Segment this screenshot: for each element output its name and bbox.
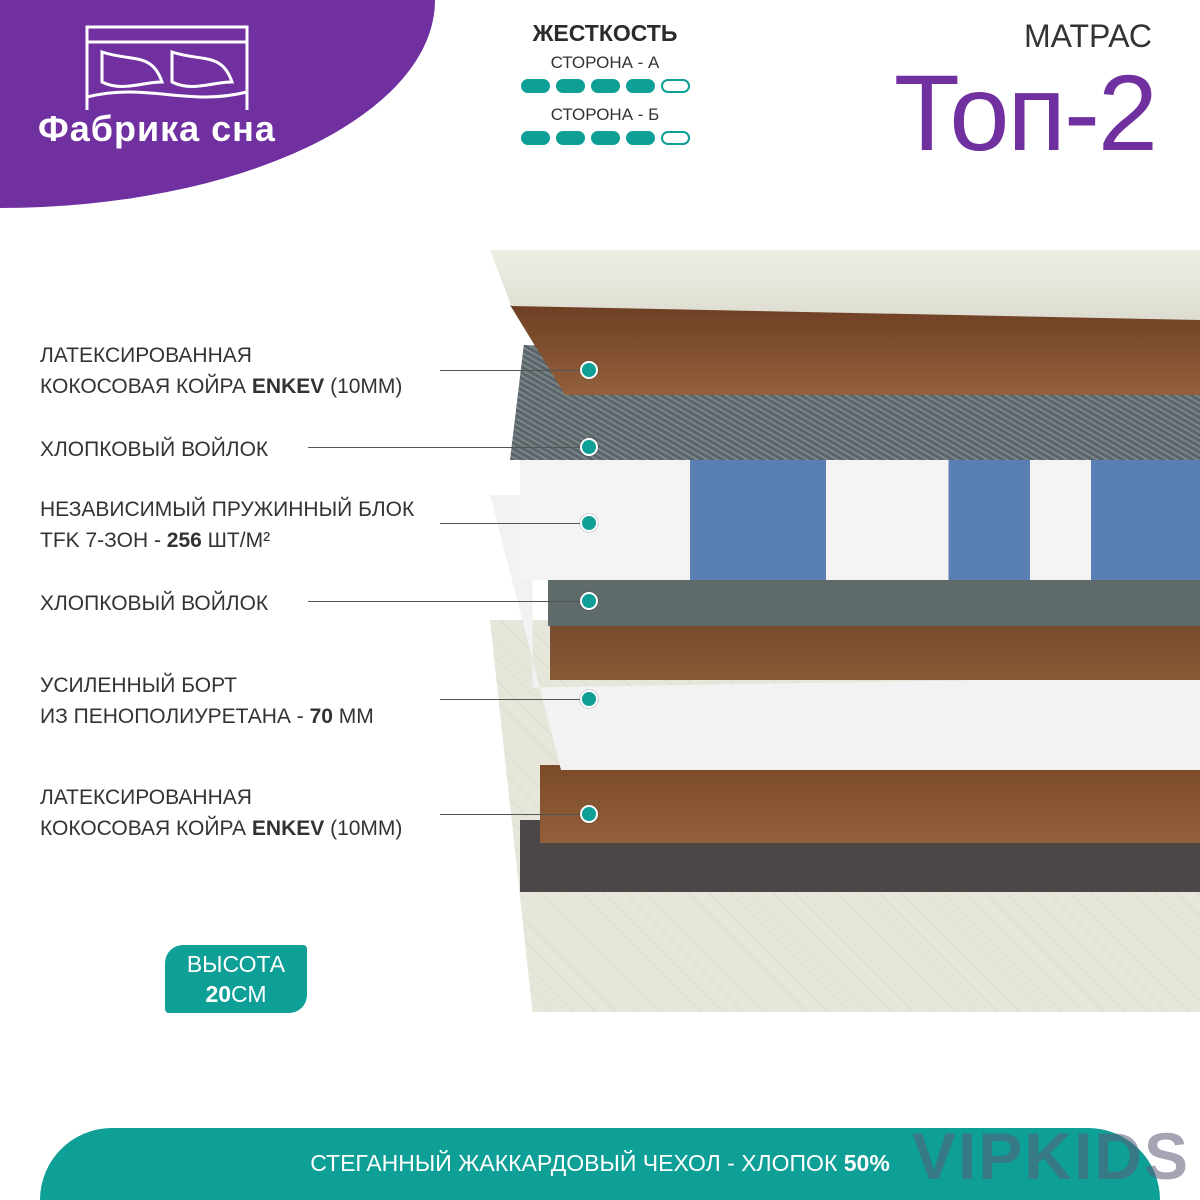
height-value: 20	[205, 981, 232, 1007]
side-b-label: СТОРОНА - Б	[550, 105, 660, 124]
layer-label: НЕЗАВИСИМЫЙ ПРУЖИННЫЙ БЛОК TFK 7-ЗОН - 25…	[40, 494, 414, 556]
hardness-pill	[555, 131, 585, 145]
layer-label-line1: НЕЗАВИСИМЫЙ ПРУЖИННЫЙ БЛОК	[40, 498, 415, 521]
hardness-pill	[660, 79, 690, 93]
leader-line	[308, 601, 590, 602]
layer-label: ХЛОПКОВЫЙ ВОЙЛОК	[40, 588, 268, 619]
layer-marker-dot	[580, 438, 598, 456]
layer-marker-dot	[580, 514, 598, 532]
footer-banner	[40, 1128, 1160, 1200]
footer-text: СТЕГАННЫЙ ЖАККАРДОВЫЙ ЧЕХОЛ - ХЛОПОК 50%	[310, 1150, 890, 1176]
side-a-label: СТОРОНА - А	[550, 53, 660, 72]
bed-pillows-icon	[85, 25, 249, 110]
height-unit: СМ	[231, 981, 267, 1007]
side-a-scale	[500, 79, 710, 93]
hardness-title: ЖЕСТКОСТЬ	[532, 20, 678, 46]
hardness-pill	[590, 131, 620, 145]
hardness-pill	[625, 79, 655, 93]
leader-line	[440, 370, 590, 371]
layer-label-line1: УСИЛЕННЫЙ БОРТ	[40, 674, 238, 697]
height-badge: ВЫСОТА 20СМ	[165, 945, 307, 1013]
layer-marker-dot	[580, 361, 598, 379]
layer-marker-dot	[580, 805, 598, 823]
watermark-logo: VIPKIDS	[911, 1119, 1190, 1193]
layer-label-line1: ЛАТЕКСИРОВАННАЯ	[40, 344, 252, 367]
layer-label-line2: TFK 7-ЗОН - 256 ШТ/М²	[40, 529, 271, 552]
layer-label-line2: КОКОСОВАЯ КОЙРА ENKEV (10ММ)	[40, 375, 403, 398]
hardness-pill	[520, 79, 550, 93]
felt-bottom	[548, 578, 1200, 626]
coir-top	[510, 305, 1200, 395]
layer-label-line2: ИЗ ПЕНОПОЛИУРЕТАНА - 70 ММ	[40, 705, 374, 728]
leader-line	[440, 814, 590, 815]
height-label: ВЫСОТА	[186, 951, 286, 977]
layer-label: ЛАТЕКСИРОВАННАЯ КОКОСОВАЯ КОЙРА ENKEV (10…	[40, 782, 402, 844]
hardness-pill	[555, 79, 585, 93]
leader-line	[440, 699, 590, 700]
brand-logo-text: Фабрика сна	[38, 108, 276, 149]
layer-label-line1: ХЛОПКОВЫЙ ВОЙЛОК	[40, 592, 269, 615]
hardness-pill	[590, 79, 620, 93]
layer-label-line1: ХЛОПКОВЫЙ ВОЙЛОК	[40, 438, 269, 461]
layer-marker-dot	[580, 690, 598, 708]
hardness-pill	[660, 131, 690, 145]
coir-bottom	[540, 765, 1200, 843]
layer-label: ЛАТЕКСИРОВАННАЯ КОКОСОВАЯ КОЙРА ENKEV (10…	[40, 340, 402, 402]
hardness-panel: ЖЕСТКОСТЬ СТОРОНА - А СТОРОНА - Б	[500, 20, 710, 157]
layer-label-line1: ЛАТЕКСИРОВАННАЯ	[40, 786, 252, 809]
layer-label: ХЛОПКОВЫЙ ВОЙЛОК	[40, 434, 268, 465]
layer-marker-dot	[580, 592, 598, 610]
spring-block	[520, 460, 1200, 580]
hardness-pill	[625, 131, 655, 145]
product-kind: МАТРАС	[1024, 18, 1152, 54]
leader-line	[440, 523, 590, 524]
side-b-scale	[500, 131, 710, 145]
leader-line	[308, 447, 590, 448]
hardness-pill	[520, 131, 550, 145]
layer-label-line2: КОКОСОВАЯ КОЙРА ENKEV (10ММ)	[40, 817, 403, 840]
product-name: Топ-2	[893, 52, 1158, 173]
layer-label: УСИЛЕННЫЙ БОРТ ИЗ ПЕНОПОЛИУРЕТАНА - 70 ММ	[40, 670, 374, 732]
